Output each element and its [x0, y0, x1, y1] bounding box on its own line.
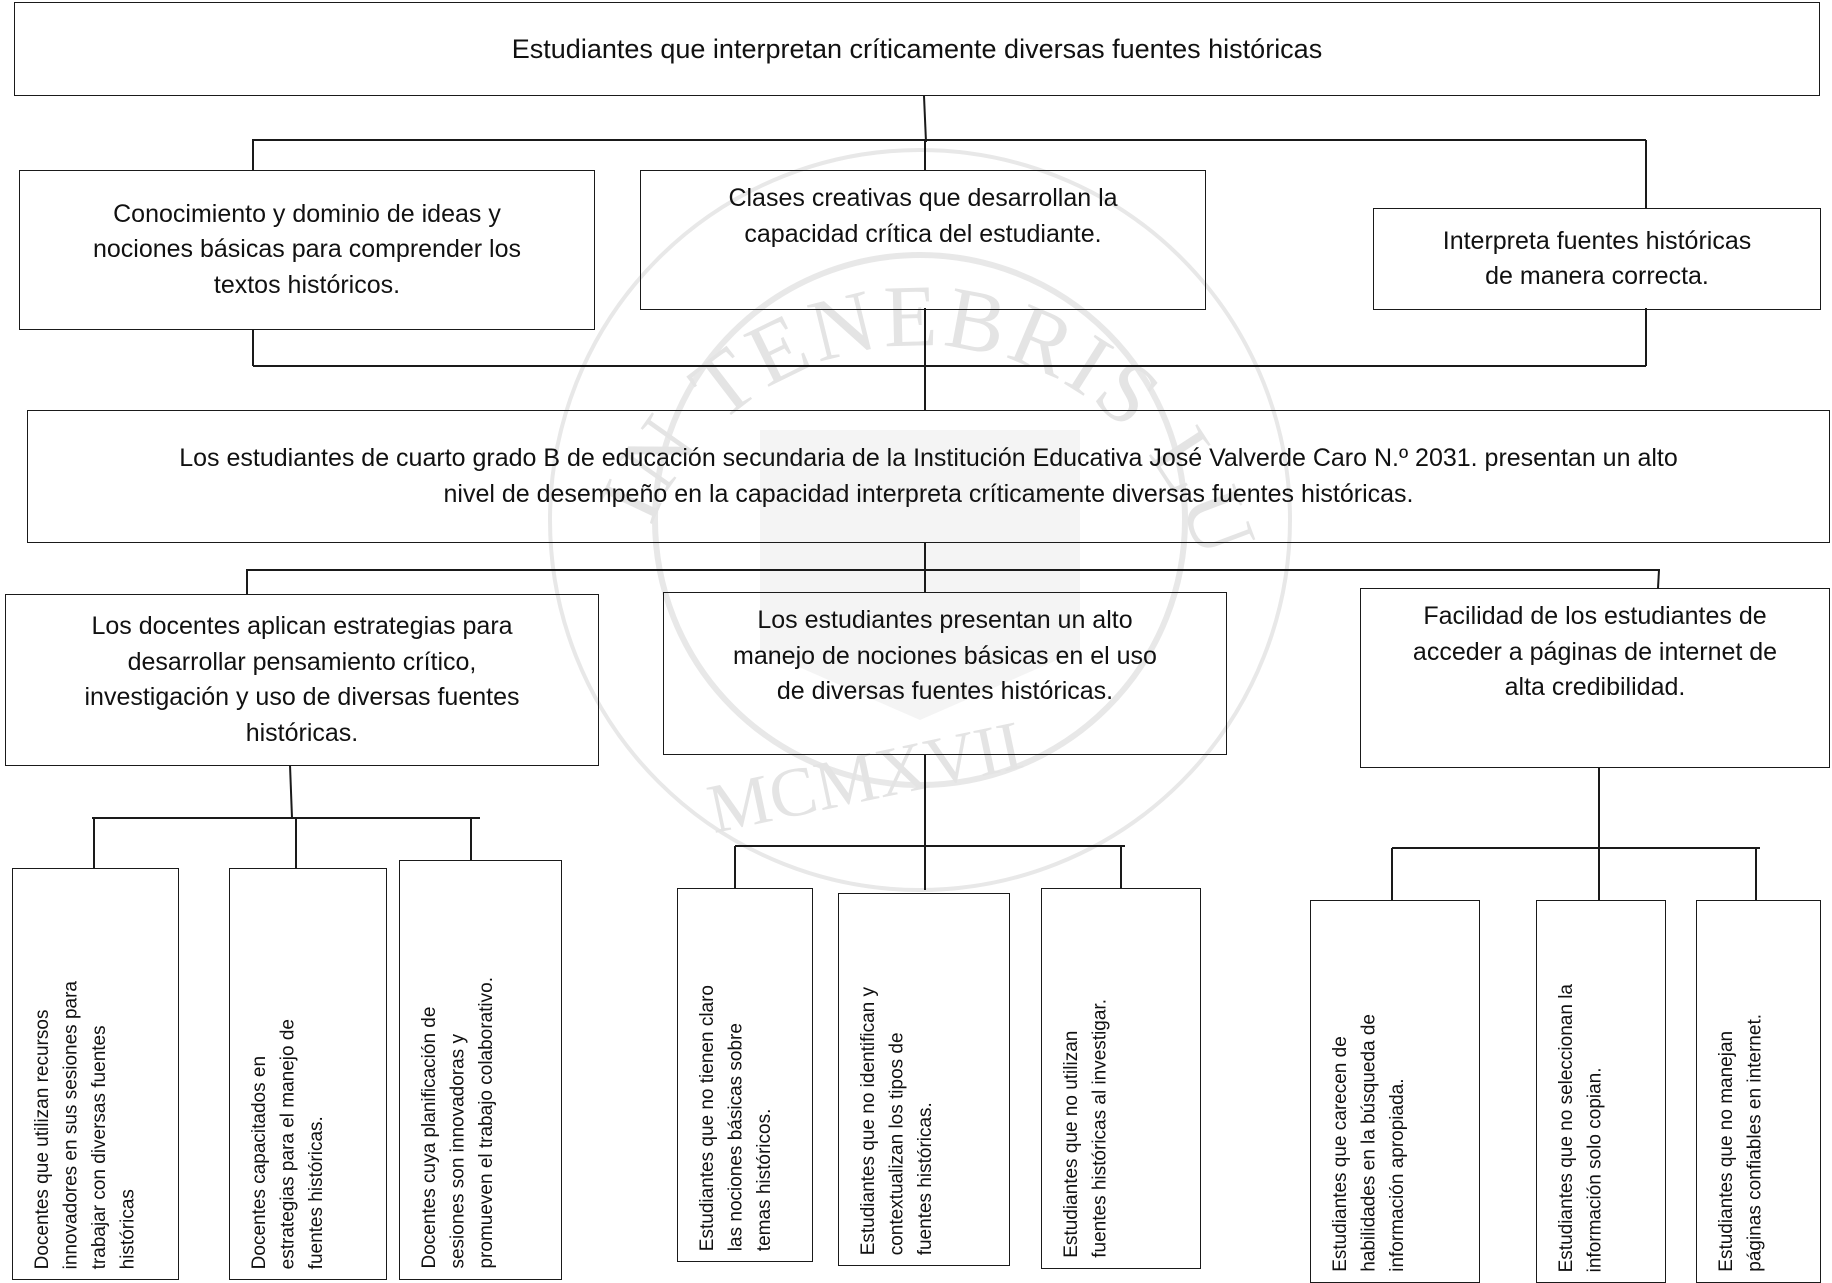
leaf-text: Estudiantes que no tienen claro las noci…: [697, 984, 775, 1251]
leaf-text: Estudiantes que no identifican y context…: [858, 986, 936, 1255]
top-box-text: Conocimiento y dominio de ideas y nocion…: [92, 199, 521, 299]
top-box-3: Interpreta fuentes históricas de manera …: [1373, 208, 1821, 310]
leaf-text: Docentes cuya planificación de sesiones …: [419, 977, 497, 1269]
top-box-1: Conocimiento y dominio de ideas y nocion…: [19, 170, 595, 330]
leaf-right-1: Estudiantes que carecen de habilidades e…: [1310, 900, 1480, 1283]
leaf-text: Estudiantes que no seleccionan la inform…: [1556, 983, 1606, 1272]
middle-box-3: Facilidad de los estudiantes de acceder …: [1360, 588, 1830, 768]
central-box: Los estudiantes de cuarto grado B de edu…: [27, 410, 1830, 543]
leaf-left-1: Docentes que utilizan recursos innovador…: [12, 868, 179, 1280]
leaf-text: Docentes capacitados en estrategias para…: [249, 1018, 327, 1269]
middle-box-text: Los docentes aplican estrategias para de…: [84, 612, 520, 747]
leaf-text: Docentes que utilizan recursos innovador…: [32, 980, 139, 1269]
diagram-title: Estudiantes que interpretan críticamente…: [511, 33, 1323, 64]
leaf-right-3: Estudiantes que no manejan páginas confi…: [1696, 900, 1821, 1283]
leaf-center-2: Estudiantes que no identifican y context…: [838, 893, 1010, 1266]
leaf-left-2: Docentes capacitados en estrategias para…: [229, 868, 387, 1280]
leaf-text: Estudiantes que carecen de habilidades e…: [1330, 1014, 1408, 1272]
leaf-left-3: Docentes cuya planificación de sesiones …: [399, 860, 562, 1280]
middle-box-text: Facilidad de los estudiantes de acceder …: [1412, 602, 1778, 701]
leaf-center-3: Estudiantes que no utilizan fuentes hist…: [1041, 888, 1201, 1269]
leaf-text: Estudiantes que no utilizan fuentes hist…: [1061, 999, 1111, 1258]
top-box-text: Interpreta fuentes históricas de manera …: [1442, 226, 1752, 291]
leaf-center-1: Estudiantes que no tienen claro las noci…: [677, 888, 813, 1262]
middle-box-text: Los estudiantes presentan un alto manejo…: [733, 606, 1157, 705]
middle-box-2: Los estudiantes presentan un alto manejo…: [663, 592, 1227, 755]
middle-box-1: Los docentes aplican estrategias para de…: [5, 594, 599, 766]
top-box-2: Clases creativas que desarrollan la capa…: [640, 170, 1206, 310]
leaf-right-2: Estudiantes que no seleccionan la inform…: [1536, 900, 1666, 1283]
title-box: Estudiantes que interpretan críticamente…: [14, 2, 1820, 96]
central-text: Los estudiantes de cuarto grado B de edu…: [179, 444, 1678, 508]
top-box-text: Clases creativas que desarrollan la capa…: [728, 184, 1118, 248]
leaf-text: Estudiantes que no manejan páginas confi…: [1716, 1014, 1766, 1272]
